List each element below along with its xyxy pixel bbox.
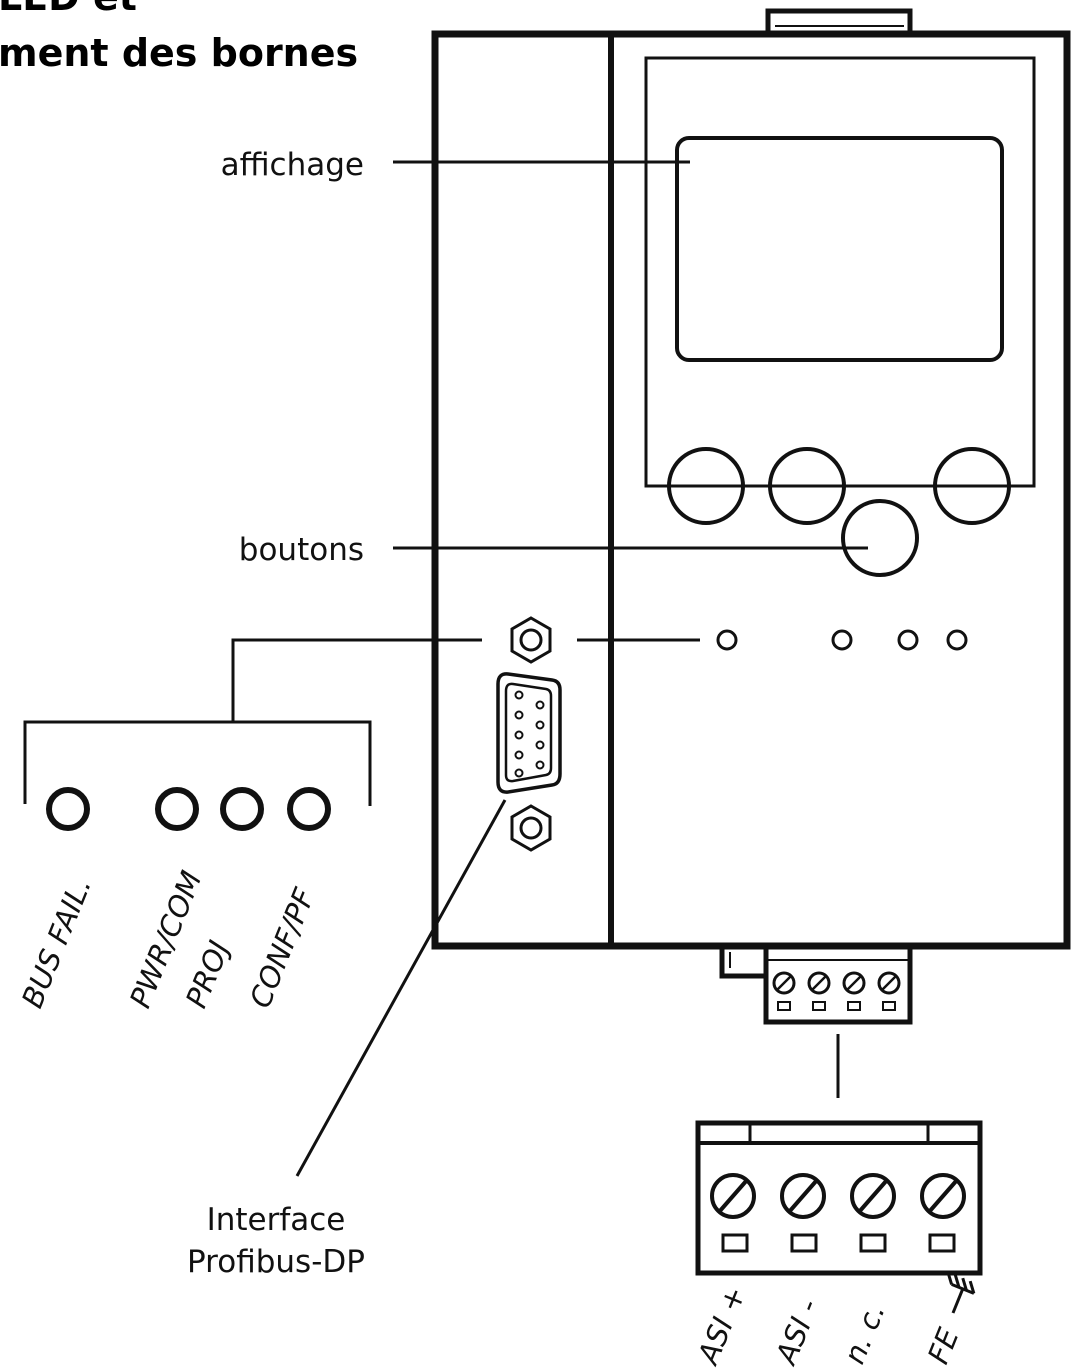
device-terminal-block (719, 943, 913, 1025)
enlarged-terminal-block (695, 1120, 983, 1276)
device-led-3 (897, 629, 919, 651)
device-led-4 (946, 629, 968, 651)
button-group (667, 447, 1011, 577)
device-button-2[interactable] (768, 447, 846, 525)
led-label-proj: PROJ (179, 936, 236, 1013)
heading-line-1: LED et (0, 0, 137, 19)
enlarged-led-row (46, 787, 331, 831)
callout-profibus-label-1: Interface (207, 1202, 346, 1238)
device-button-4[interactable] (841, 499, 919, 577)
terminal-label-nc: n. c. (837, 1298, 892, 1368)
ground-icon (946, 1271, 976, 1314)
device-led-2 (831, 629, 853, 651)
terminal-label-fe: FE (921, 1323, 966, 1368)
led-conf-pf (287, 787, 331, 831)
front-panel-frame (644, 56, 1036, 488)
led-pwr-com (155, 787, 199, 831)
device-led-1 (716, 629, 738, 651)
callout-display-label: affichage (221, 147, 364, 183)
led-callout-bracket (23, 638, 700, 806)
device-led-row (716, 629, 968, 651)
enlarged-terminal-screws (710, 1173, 966, 1253)
callout-profibus-line (295, 799, 507, 1177)
device-button-1[interactable] (667, 447, 745, 525)
led-proj (220, 787, 264, 831)
terminal-label-asi-minus: ASI - (768, 1294, 825, 1368)
hex-screw-top (510, 616, 552, 664)
hex-screw-bottom (510, 804, 552, 852)
heading-line-2: ment des bornes (0, 31, 358, 75)
callout-buttons-label: boutons (239, 532, 364, 568)
led-bus-fail (46, 787, 90, 831)
led-label-bus-fail: BUS FAIL. (15, 872, 98, 1012)
profibus-connector (496, 672, 562, 794)
led-label-conf-pf: CONF/PF (243, 882, 322, 1012)
terminal-label-asi-plus: ASI + (690, 1281, 752, 1368)
device-housing (431, 8, 1071, 950)
display-screen (675, 136, 1004, 362)
device-terminal-screws (772, 971, 901, 1011)
housing-outline (431, 30, 1071, 950)
callout-profibus-label-2: Profibus-DP (187, 1244, 365, 1280)
device-button-3[interactable] (933, 447, 1011, 525)
